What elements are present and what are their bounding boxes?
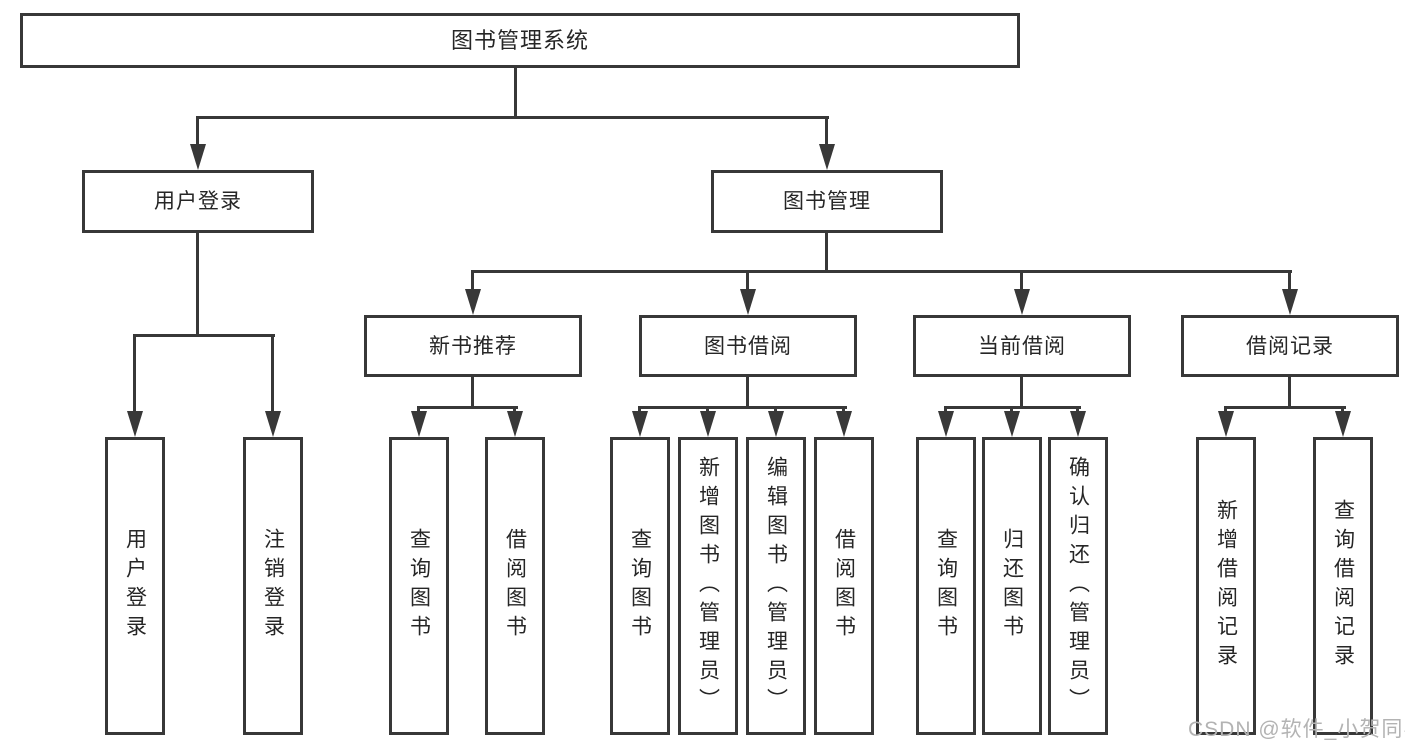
node-label: 查询图书 — [628, 528, 652, 644]
arrow-down-icon — [265, 411, 281, 437]
connector-line — [133, 334, 136, 414]
connector-line — [944, 406, 947, 414]
connector-line — [706, 406, 709, 414]
node-library-system: 图书管理系统 — [20, 13, 1020, 68]
node-leaf-user-login: 用户登录 — [105, 437, 165, 735]
connector-line — [842, 406, 845, 414]
connector-line — [825, 233, 828, 273]
connector-line — [196, 233, 199, 337]
connector-line — [417, 406, 518, 409]
arrow-down-icon — [1004, 411, 1020, 437]
node-book-management: 图书管理 — [711, 170, 943, 233]
connector-line — [1288, 377, 1291, 409]
connector-line — [1224, 406, 1346, 409]
node-label: 编辑图书（管理员） — [764, 455, 788, 717]
connector-line — [471, 270, 1292, 273]
node-leaf-query-borrow-record: 查询借阅记录 — [1313, 437, 1373, 735]
connector-line — [825, 116, 828, 146]
connector-line — [638, 406, 641, 414]
node-label: 注销登录 — [261, 528, 285, 644]
arrow-down-icon — [507, 411, 523, 437]
connector-line — [638, 406, 847, 409]
node-label: 新书推荐 — [429, 334, 517, 358]
arrow-down-icon — [127, 411, 143, 437]
connector-line — [774, 406, 777, 414]
watermark: CSDN @软件_小贺同学 — [1188, 718, 1405, 741]
node-label: 图书管理 — [783, 190, 871, 213]
node-label: 图书管理系统 — [450, 27, 589, 53]
node-label: 借阅图书 — [832, 528, 856, 644]
connector-line — [417, 406, 420, 414]
arrow-down-icon — [700, 411, 716, 437]
node-label: 当前借阅 — [978, 334, 1066, 358]
node-leaf-add-borrow-record: 新增借阅记录 — [1196, 437, 1256, 735]
node-borrowing-records: 借阅记录 — [1181, 315, 1399, 377]
arrow-down-icon — [190, 144, 206, 170]
node-leaf-add-books-admin: 新增图书（管理员） — [678, 437, 738, 735]
node-label: 查询借阅记录 — [1331, 499, 1355, 673]
arrow-down-icon — [1335, 411, 1351, 437]
connector-line — [746, 377, 749, 409]
node-label: 图书借阅 — [704, 334, 792, 358]
node-user-login: 用户登录 — [82, 170, 314, 233]
arrow-down-icon — [465, 289, 481, 315]
node-label: 用户登录 — [123, 528, 147, 644]
node-leaf-query-books-borrowing: 查询图书 — [610, 437, 670, 735]
connector-line — [271, 334, 274, 414]
node-label: 新增图书（管理员） — [696, 455, 720, 717]
node-label: 查询图书 — [407, 528, 431, 644]
connector-line — [1020, 270, 1023, 292]
connector-line — [471, 270, 474, 292]
connector-line — [196, 116, 199, 146]
node-label: 用户登录 — [154, 190, 242, 213]
arrow-down-icon — [411, 411, 427, 437]
connector-line — [1224, 406, 1227, 414]
arrow-down-icon — [1014, 289, 1030, 315]
node-label: 新增借阅记录 — [1214, 499, 1238, 673]
arrow-down-icon — [768, 411, 784, 437]
connector-line — [513, 406, 516, 414]
node-leaf-confirm-return-admin: 确认归还（管理员） — [1048, 437, 1108, 735]
node-label: 查询图书 — [934, 528, 958, 644]
arrow-down-icon — [938, 411, 954, 437]
node-leaf-borrow-books-recommend: 借阅图书 — [485, 437, 545, 735]
connector-line — [196, 116, 829, 119]
node-leaf-borrow-books-borrowing: 借阅图书 — [814, 437, 874, 735]
connector-line — [1076, 406, 1079, 414]
node-current-borrowing: 当前借阅 — [913, 315, 1131, 377]
connector-line — [1341, 406, 1344, 414]
arrow-down-icon — [1070, 411, 1086, 437]
arrow-down-icon — [836, 411, 852, 437]
connector-line — [514, 68, 517, 119]
connector-line — [1288, 270, 1291, 292]
node-label: 借阅记录 — [1246, 334, 1334, 358]
connector-line — [133, 334, 275, 337]
node-leaf-edit-books-admin: 编辑图书（管理员） — [746, 437, 806, 735]
arrow-down-icon — [1218, 411, 1234, 437]
node-label: 借阅图书 — [503, 528, 527, 644]
node-label: 归还图书 — [1000, 528, 1024, 644]
node-leaf-return-books: 归还图书 — [982, 437, 1042, 735]
node-label: 确认归还（管理员） — [1066, 455, 1090, 717]
node-leaf-query-books-current: 查询图书 — [916, 437, 976, 735]
node-new-book-recommend: 新书推荐 — [364, 315, 582, 377]
node-leaf-query-books-recommend: 查询图书 — [389, 437, 449, 735]
connector-line — [746, 270, 749, 292]
arrow-down-icon — [740, 289, 756, 315]
connector-line — [1010, 406, 1013, 414]
node-book-borrowing: 图书借阅 — [639, 315, 857, 377]
arrow-down-icon — [819, 144, 835, 170]
connector-line — [471, 377, 474, 409]
node-leaf-logout: 注销登录 — [243, 437, 303, 735]
connector-line — [1020, 377, 1023, 409]
arrow-down-icon — [1282, 289, 1298, 315]
arrow-down-icon — [632, 411, 648, 437]
